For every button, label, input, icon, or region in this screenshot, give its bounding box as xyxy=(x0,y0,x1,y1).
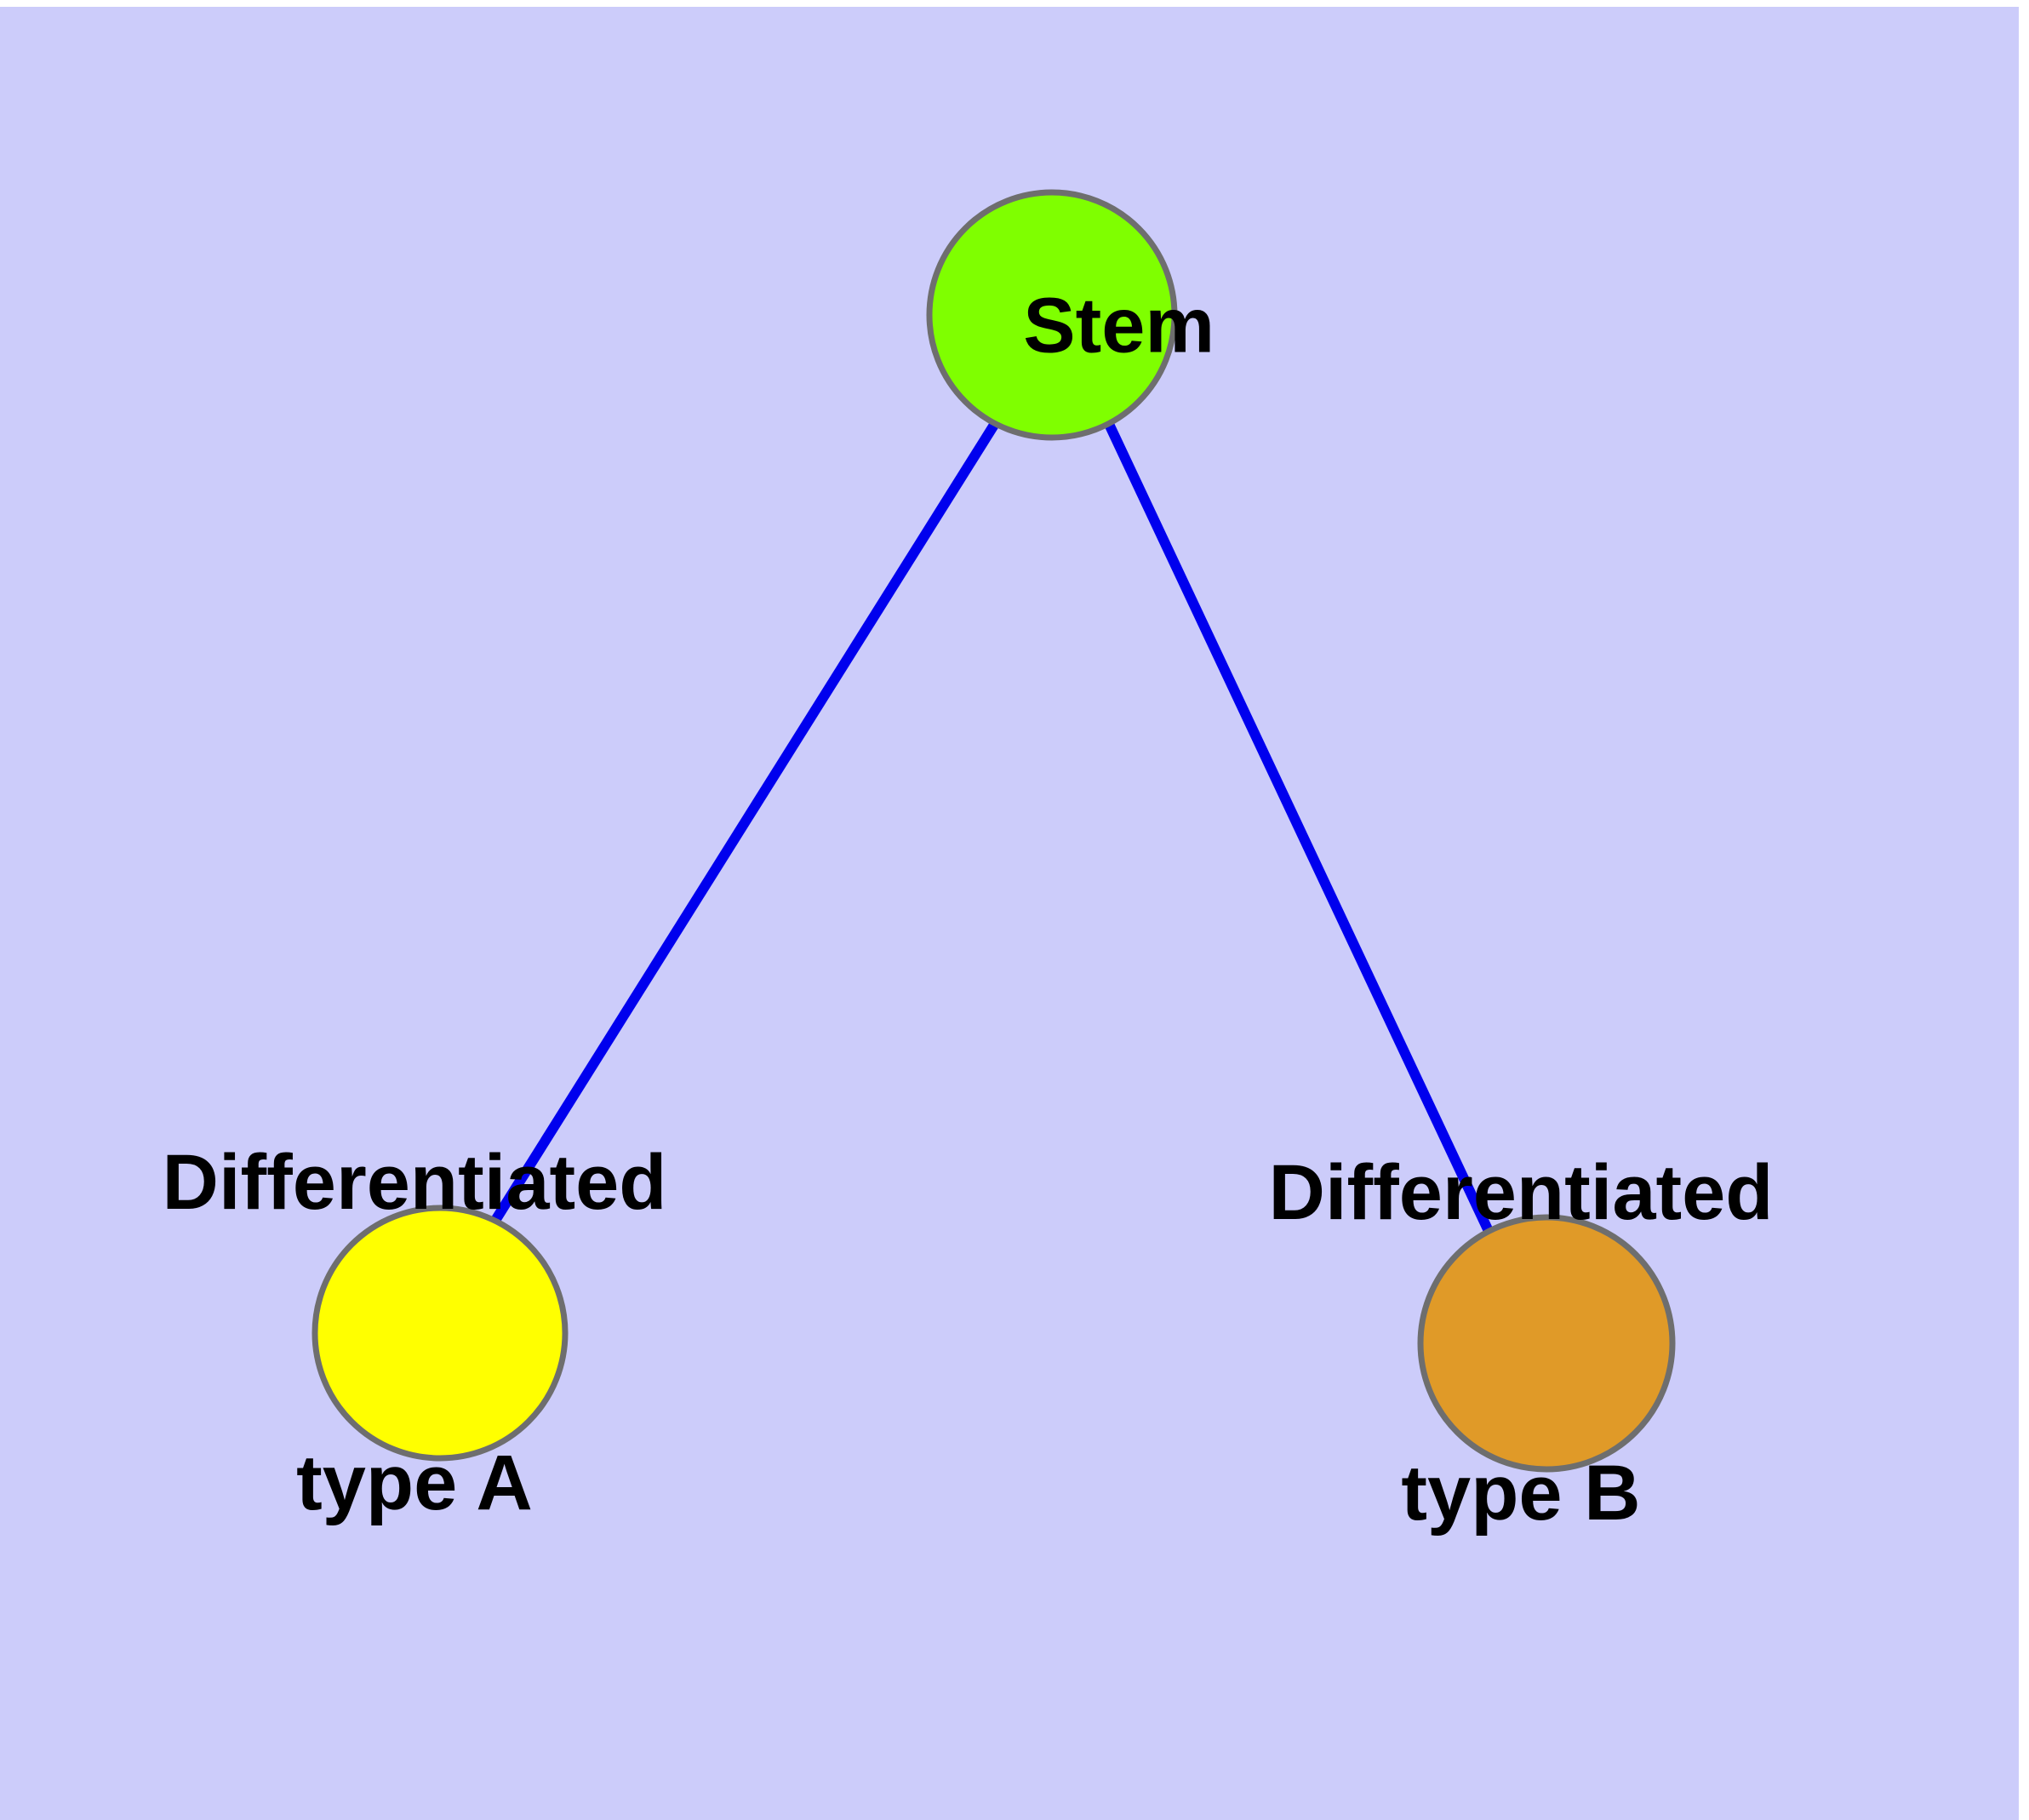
node-differentiated-type-b[interactable] xyxy=(1417,1214,1676,1473)
edge-stem-to-type-b xyxy=(1103,420,1493,1232)
edge-layer xyxy=(491,419,1493,1232)
graph-svg xyxy=(311,189,1676,1473)
plot-background: Stem Differentiated type A Differentiate… xyxy=(0,7,2019,1820)
node-stem[interactable] xyxy=(926,189,1178,441)
edge-stem-to-type-a xyxy=(491,419,1001,1222)
node-layer xyxy=(311,189,1676,1473)
node-differentiated-type-a[interactable] xyxy=(311,1205,569,1462)
